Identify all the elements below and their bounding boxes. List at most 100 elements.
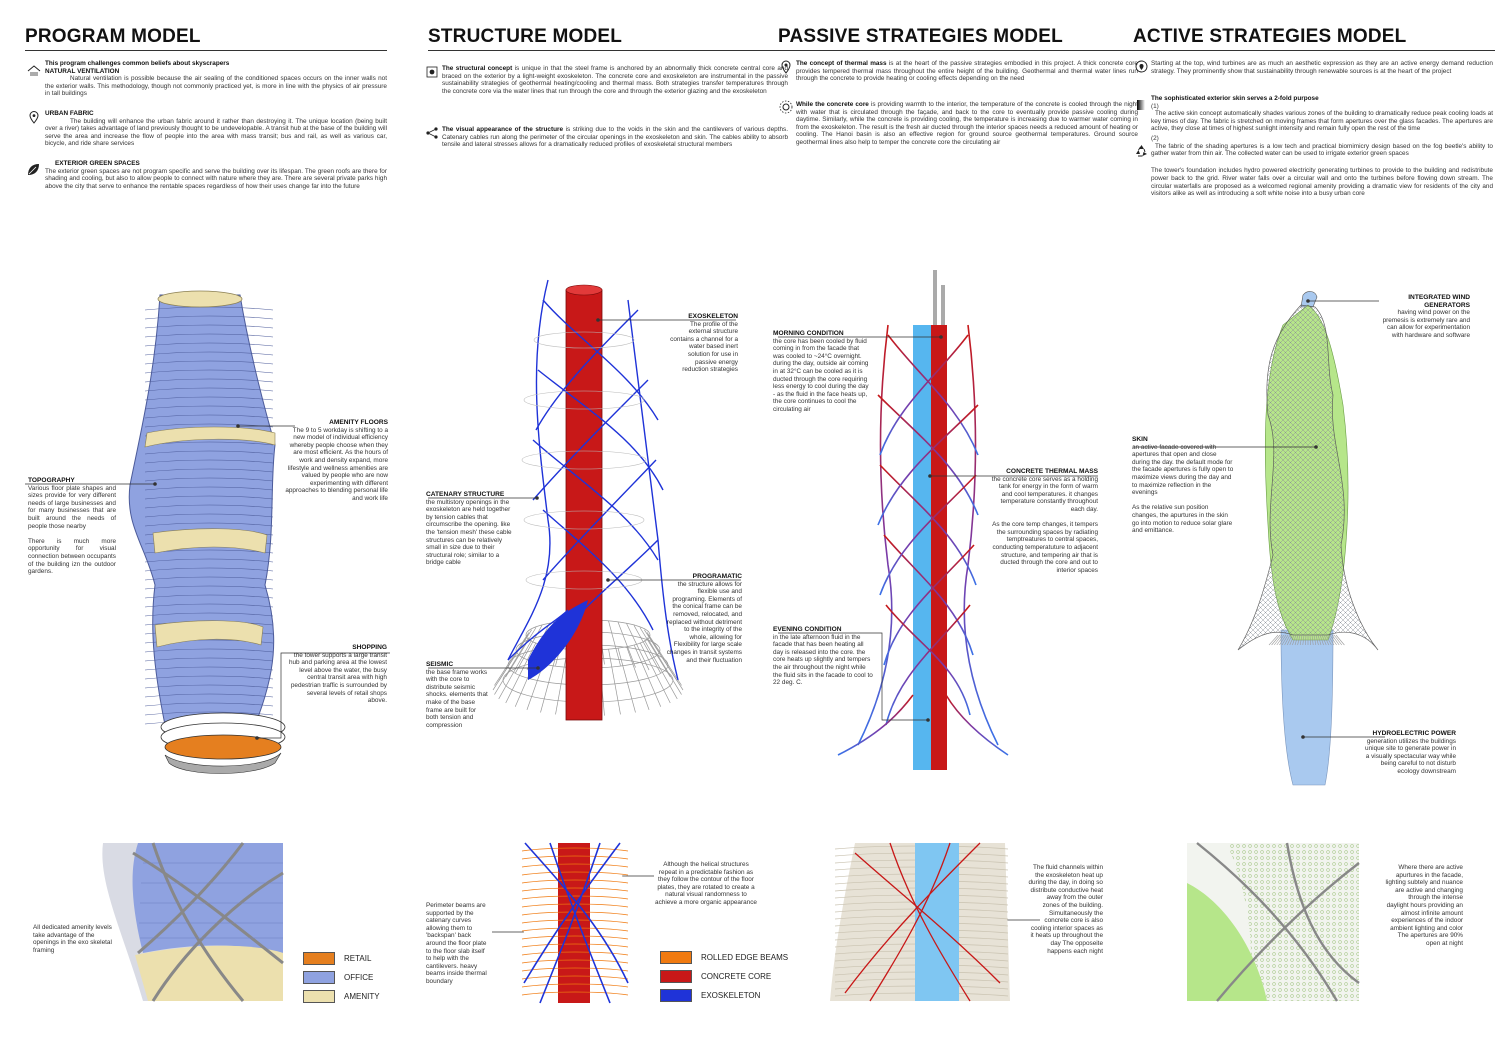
skin-label: SKIN an active facade covered with apert… bbox=[1132, 436, 1234, 535]
exoskeleton-text: The profile of the external structure co… bbox=[670, 320, 738, 374]
skin-heading: SKIN bbox=[1132, 436, 1148, 443]
program-title-rule bbox=[25, 50, 387, 51]
leaf-icon bbox=[28, 164, 39, 175]
location-pin-icon-2 bbox=[781, 60, 791, 74]
sun-icon bbox=[779, 100, 793, 114]
amenity-text: The 9 to 5 workday is shifting to a new … bbox=[285, 426, 388, 502]
exoskeleton-label: EXOSKELETON The profile of the external … bbox=[668, 313, 738, 374]
program-detail-text: All dedicated amenity levels take advant… bbox=[33, 924, 112, 954]
legend-exoskeleton: EXOSKELETON bbox=[660, 989, 760, 1002]
program-detail-image bbox=[43, 842, 284, 1002]
vent-stack-2 bbox=[941, 285, 945, 325]
active-skin-heading: The sophisticated exterior skin serves a… bbox=[1151, 95, 1319, 102]
concrete-core-lead: While the concrete core bbox=[796, 101, 869, 108]
thermal-mass-lead: The concept of thermal mass bbox=[796, 60, 887, 67]
amenity-band-1 bbox=[144, 426, 276, 448]
green-heading: EXTERIOR GREEN SPACES bbox=[55, 160, 140, 167]
structure-tower-diagram bbox=[492, 279, 684, 721]
hydro-label: HYDROELECTRIC POWER generation utilizes … bbox=[1361, 730, 1456, 776]
active-skin-num-2: (2) bbox=[1151, 134, 1159, 142]
helical-text: Although the helical structures repeat i… bbox=[655, 861, 757, 906]
ctm-heading: CONCRETE THERMAL MASS bbox=[1006, 468, 1098, 475]
seismic-label: SEISMIC the base frame works with the co… bbox=[426, 661, 488, 729]
morning-heading: MORNING CONDITION bbox=[773, 330, 844, 337]
concrete-core-text: is providing warmth to the interior, the… bbox=[796, 101, 1138, 146]
location-pin-icon-3 bbox=[1135, 60, 1148, 73]
programatic-heading: PROGRAMATIC bbox=[692, 573, 742, 580]
structure-visual-text: is striking due to the voids in the skin… bbox=[442, 126, 788, 149]
location-pin-icon bbox=[29, 111, 39, 124]
morning-text: the core has been cooled by fluid coming… bbox=[773, 337, 869, 413]
legend-rolled-edge-beams: ROLLED EDGE BEAMS bbox=[660, 951, 788, 964]
catenary-label: CATENARY STRUCTURE the multistory openin… bbox=[426, 491, 514, 567]
cool-channel bbox=[913, 325, 931, 770]
topography-text: Various floor plate shapes and sizes pro… bbox=[28, 484, 116, 530]
urban-block: URBAN FABRIC The building will enhance t… bbox=[45, 110, 387, 150]
legend-retail: RETAIL bbox=[303, 952, 371, 965]
programatic-text: the structure allows for flexible use an… bbox=[666, 580, 742, 664]
ctm-label: CONCRETE THERMAL MASS the concrete core … bbox=[988, 468, 1098, 574]
recycle-icon bbox=[1136, 145, 1147, 157]
ventilation-heading: NATURAL VENTILATION bbox=[45, 67, 120, 75]
structure-visual-lead: The visual appearance of the structure bbox=[442, 126, 564, 133]
morning-label: MORNING CONDITION the core has been cool… bbox=[773, 330, 871, 414]
evening-label: EVENING CONDITION in the late afternoon … bbox=[773, 626, 873, 687]
ventilation-text: Natural ventilation is possible because … bbox=[45, 75, 387, 98]
share-icon bbox=[426, 127, 438, 139]
programatic-label: PROGRAMATIC the structure allows for fle… bbox=[666, 573, 742, 664]
program-leaders bbox=[25, 424, 390, 740]
active-title-rule bbox=[1133, 50, 1495, 51]
wind-heading: INTEGRATED WIND GENERATORS bbox=[1408, 294, 1470, 309]
active-skin-text-1: The active skin concept automatically sh… bbox=[1151, 110, 1493, 133]
exoskeleton-lattice bbox=[507, 279, 679, 681]
amenity-heading: AMENITY FLOORS bbox=[329, 419, 388, 426]
passive-detail-text: The fluid channels within the exoskeleto… bbox=[1028, 864, 1104, 955]
catenary-text: the multistory openings in the exoskelet… bbox=[426, 498, 512, 567]
legend-office: OFFICE bbox=[303, 971, 373, 984]
concrete-core bbox=[565, 289, 603, 721]
catenary-heading: CATENARY STRUCTURE bbox=[426, 491, 505, 498]
retail-ring bbox=[164, 734, 282, 760]
skin-text: an active facade covered with apertures … bbox=[1132, 443, 1234, 497]
hydro-text: generation utilizes the buildings unique… bbox=[1365, 737, 1456, 775]
shopping-text: the tower supports a large transit hub a… bbox=[288, 651, 387, 705]
green-block: EXTERIOR GREEN SPACES The exterior green… bbox=[45, 160, 387, 192]
active-intro: Starting at the top, wind turbines are a… bbox=[1151, 60, 1493, 75]
legend-concrete-core: CONCRETE CORE bbox=[660, 970, 771, 983]
structure-leaders bbox=[428, 318, 741, 934]
perimeter-text: Perimeter beams are supported by the cat… bbox=[426, 902, 487, 985]
wind-generator bbox=[1300, 291, 1318, 308]
structure-detail-image bbox=[520, 842, 630, 1004]
active-title: ACTIVE STRATEGIES MODEL bbox=[1133, 26, 1407, 47]
base-fins bbox=[1268, 634, 1345, 646]
program-intro: This program challenges common beliefs a… bbox=[45, 60, 230, 67]
concrete-core-block: While the concrete core is providing war… bbox=[796, 101, 1138, 147]
structure-concept-text: is unique in that the steel frame is anc… bbox=[442, 65, 788, 95]
base-plate bbox=[164, 752, 282, 774]
urban-heading: URBAN FABRIC bbox=[45, 110, 94, 117]
program-floor-lines bbox=[144, 306, 274, 725]
amenity-band-3 bbox=[154, 620, 264, 648]
amenity-label: AMENITY FLOORS The 9 to 5 workday is shi… bbox=[280, 419, 388, 503]
passive-title-rule bbox=[778, 50, 1140, 51]
amenity-band-2 bbox=[152, 528, 268, 554]
passive-title: PASSIVE STRATEGIES MODEL bbox=[778, 26, 1063, 47]
passive-tower-diagram bbox=[837, 270, 1009, 770]
structure-visual-block: The visual appearance of the structure i… bbox=[442, 126, 788, 149]
vent-stack-1 bbox=[933, 270, 937, 325]
hydro-heading: HYDROELECTRIC POWER bbox=[1372, 730, 1456, 737]
thermal-mass-text: is at the heart of the passive strategie… bbox=[796, 60, 1138, 83]
active-skin-block: The sophisticated exterior skin serves a… bbox=[1151, 95, 1493, 200]
shopping-heading: SHOPPING bbox=[352, 644, 387, 651]
topography-label: TOPOGRAPHY Various floor plate shapes an… bbox=[28, 477, 116, 576]
structure-concept-lead: The structural concept bbox=[442, 65, 513, 72]
shopping-label: SHOPPING the tower supports a large tran… bbox=[287, 644, 387, 705]
structure-concept-block: The structural concept is unique in that… bbox=[442, 65, 788, 95]
active-detail-image bbox=[1187, 842, 1360, 1002]
seismic-text: the base frame works with the core to di… bbox=[426, 668, 488, 729]
exoskeleton-thick-branch bbox=[528, 600, 588, 680]
legend-amenity: AMENITY bbox=[303, 990, 380, 1003]
structure-title: STRUCTURE MODEL bbox=[428, 26, 623, 47]
passive-detail-image bbox=[830, 842, 1010, 1002]
seismic-heading: SEISMIC bbox=[426, 661, 454, 668]
